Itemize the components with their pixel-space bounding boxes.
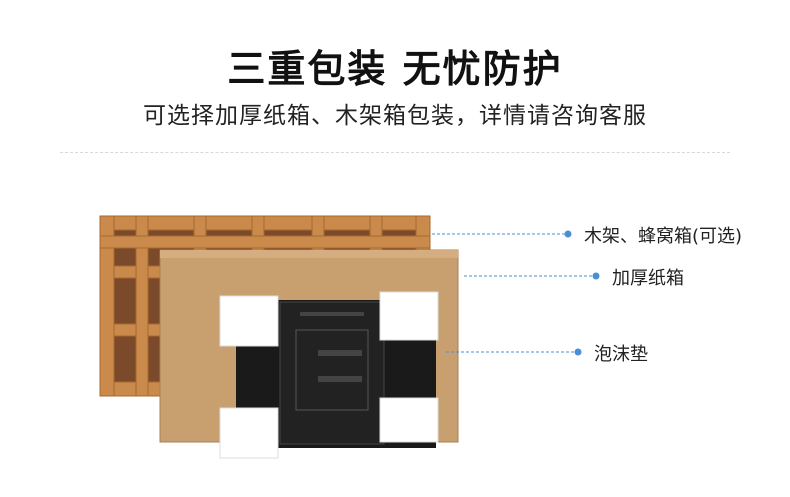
page-title: 三重包装 无忧防护 <box>227 47 563 91</box>
callout-wooden-crate: 木架、蜂窝箱(可选) <box>584 226 743 247</box>
divider <box>60 152 730 153</box>
callout-foam-pad: 泡沫垫 <box>594 344 648 365</box>
page-subtitle: 可选择加厚纸箱、木架箱包装，详情请咨询客服 <box>143 103 647 129</box>
callout-thick-carton: 加厚纸箱 <box>612 268 684 289</box>
callout-lines <box>432 230 600 356</box>
foam-pads <box>219 291 439 459</box>
